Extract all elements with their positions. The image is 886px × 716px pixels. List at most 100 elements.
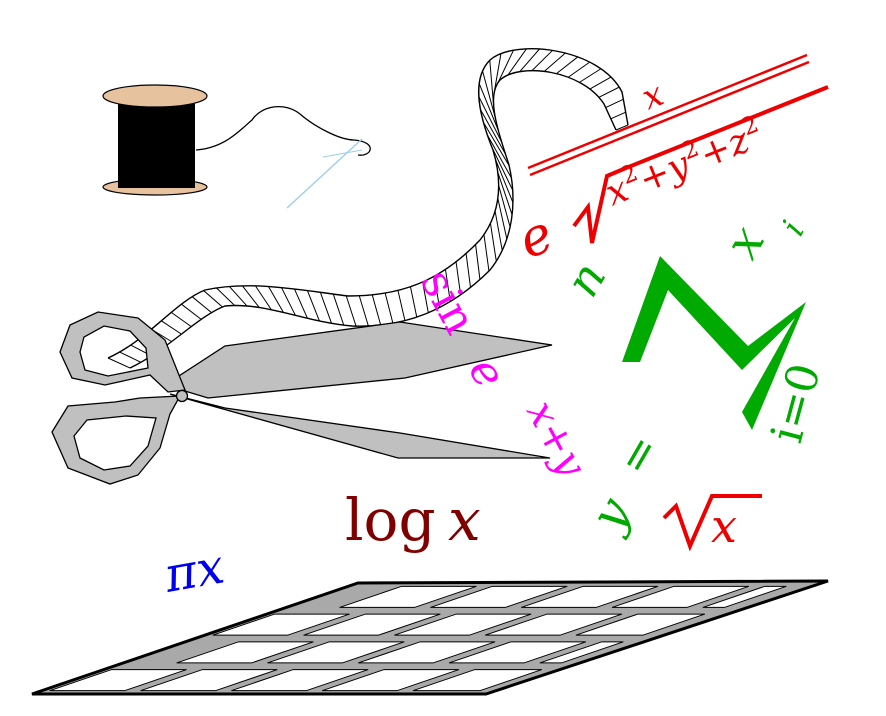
y-eq-radical-icon xyxy=(662,494,762,552)
root-prefix-e: e xyxy=(510,204,561,271)
tape-tick xyxy=(319,292,333,324)
thread-icon xyxy=(195,106,371,156)
tape-tick xyxy=(497,172,513,215)
tape-tick xyxy=(255,285,272,310)
tape-tick xyxy=(345,295,357,327)
tape-tick xyxy=(482,70,496,119)
tape-tick xyxy=(478,83,499,131)
grid-mat-cell xyxy=(412,669,542,692)
grid-mat-cell xyxy=(321,669,460,692)
tape-tick xyxy=(181,303,202,320)
tape-tick xyxy=(489,60,495,107)
tape-tick xyxy=(486,134,512,179)
grid-mat-cell xyxy=(231,669,369,692)
tape-tick xyxy=(444,269,451,302)
scissors-icon xyxy=(51,311,553,485)
grid-mat-cell xyxy=(394,613,532,636)
grid-mat-cell xyxy=(702,585,787,608)
tape-tick xyxy=(498,185,511,228)
tape-tick xyxy=(268,286,284,313)
tape-tick xyxy=(161,320,182,335)
tape-tick xyxy=(465,253,472,288)
tape-tick xyxy=(358,295,369,327)
thread-spool-icon xyxy=(102,84,371,196)
grid-mat-cell xyxy=(521,585,659,608)
tape-tick xyxy=(543,52,566,72)
needle-icon xyxy=(286,138,363,209)
grid-mat-icon xyxy=(31,579,829,696)
tape-tick xyxy=(519,48,540,72)
tape-tick xyxy=(281,287,296,316)
sine-exponent: x+y xyxy=(517,393,595,485)
tape-tick xyxy=(482,122,510,167)
tape-tick xyxy=(107,357,131,369)
grid-mat-cell xyxy=(140,669,278,692)
tape-tick xyxy=(479,109,506,155)
formula-root: e x x2+y2+z2 xyxy=(510,53,829,271)
tape-tick xyxy=(422,281,429,313)
tape-tick xyxy=(170,311,192,328)
tape-tick xyxy=(384,292,394,324)
tape-tick xyxy=(610,111,626,120)
tape-tick xyxy=(371,294,382,326)
tape-tick xyxy=(483,234,490,272)
tape-tick xyxy=(455,261,462,295)
log-arg: x xyxy=(448,486,481,554)
grid-mat-cell xyxy=(611,585,750,608)
sum-term: x xyxy=(714,217,776,268)
root-index: x xyxy=(636,74,669,118)
grid-mat-cell xyxy=(49,669,187,692)
tape-tick xyxy=(531,50,553,72)
grid-mat-cell xyxy=(484,613,623,636)
tape-tick xyxy=(556,56,579,75)
grid-mat-cell xyxy=(267,641,405,664)
tape-tick xyxy=(489,223,497,262)
scissors-upper-handle xyxy=(59,311,186,393)
tape-tick xyxy=(119,351,142,363)
tape-tick xyxy=(589,76,612,90)
tape-tick xyxy=(306,290,320,322)
tape-tick xyxy=(507,48,527,76)
tape-tick xyxy=(493,53,502,94)
scissors-lower-blade xyxy=(169,393,551,459)
log-func: log xyxy=(345,486,436,554)
grid-mat-cell xyxy=(430,585,568,608)
tape-tick xyxy=(203,290,223,308)
tape-tick xyxy=(615,124,629,131)
scissors-upper-blade xyxy=(163,321,553,399)
tape-tick xyxy=(241,285,260,308)
scissors-pivot-icon xyxy=(175,389,189,403)
tape-tick xyxy=(567,61,590,78)
tape-tick xyxy=(475,244,481,280)
tape-tick xyxy=(495,159,514,203)
tape-tick xyxy=(579,68,602,83)
tape-tick xyxy=(332,293,345,326)
sum-sub: i xyxy=(774,214,812,242)
formula-pi: π x xyxy=(159,538,228,604)
y-eq-radicand: x xyxy=(711,499,737,553)
tape-tick xyxy=(497,198,508,240)
sum-sigma-icon xyxy=(622,256,806,430)
tape-tick xyxy=(216,287,235,306)
tape-tick xyxy=(598,86,620,98)
tape-tick xyxy=(293,288,308,319)
tape-tick xyxy=(491,146,514,191)
tape-tick xyxy=(478,96,503,143)
svg-text:x2+y2+z2: x2+y2+z2 xyxy=(598,110,769,215)
y-eq-sign: = xyxy=(607,426,670,483)
tape-tick xyxy=(433,276,440,308)
grid-mat-cells xyxy=(49,585,787,692)
grid-mat-cell xyxy=(358,641,496,664)
tape-tick xyxy=(605,98,624,109)
formula-y-eq: y = x xyxy=(579,426,762,553)
tape-tick xyxy=(494,210,503,251)
y-eq-lhs: y xyxy=(579,488,642,542)
grid-mat-cell xyxy=(212,613,350,636)
tape-tick xyxy=(409,286,418,318)
scissors-lower-handle xyxy=(51,395,182,485)
tape-tick xyxy=(228,286,248,307)
grid-mat-cell xyxy=(539,641,624,664)
formula-log: log x xyxy=(345,486,481,554)
grid-mat-cell xyxy=(448,641,587,664)
